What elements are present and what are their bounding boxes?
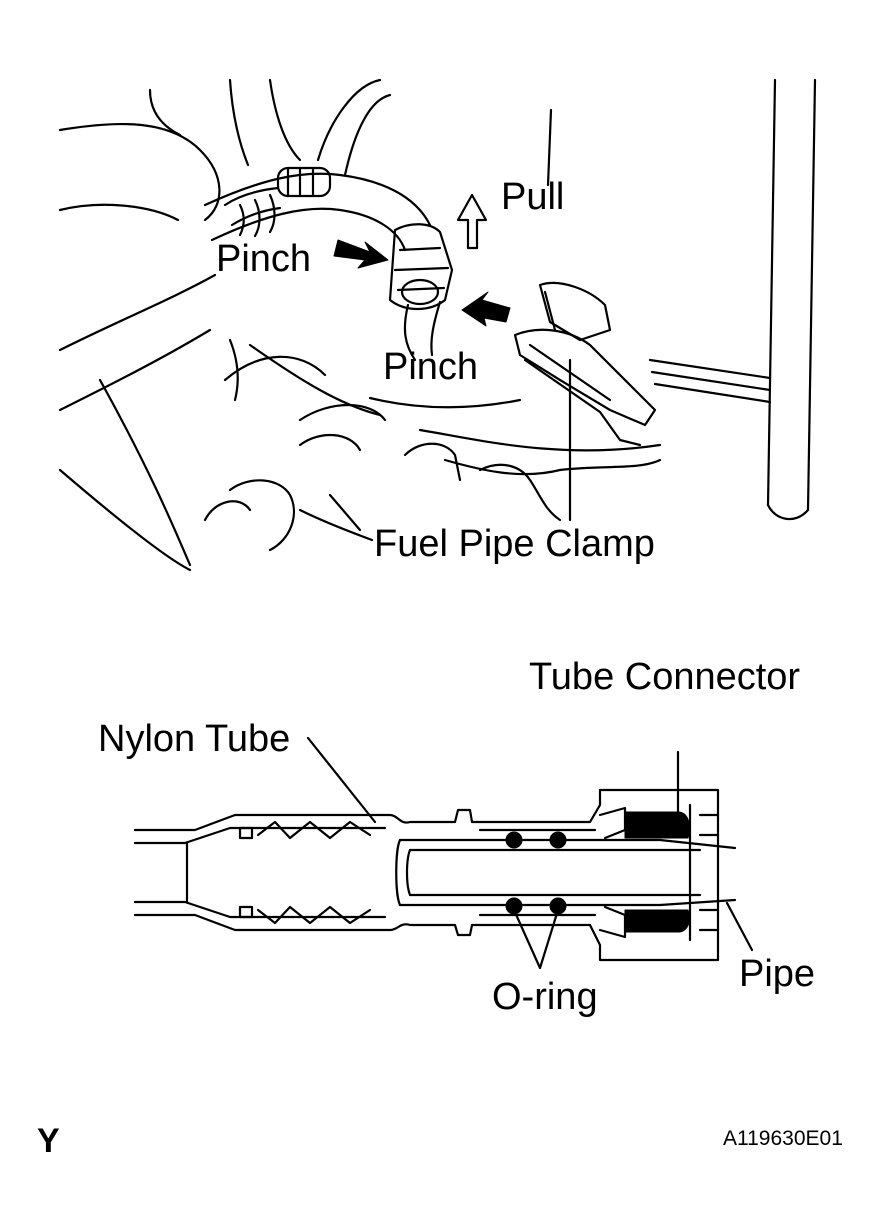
pinch-arrow-upper [333,239,389,269]
tube-connector-cross-section [133,736,754,970]
nylon-tube-label: Nylon Tube [98,718,291,760]
pinch-arrow-lower [461,291,511,327]
pinch-label-upper: Pinch [216,238,312,280]
fuel-pipe-clamp-label: Fuel Pipe Clamp [374,523,655,565]
engine-bay-illustration [58,78,817,572]
figure-id: A119630E01 [723,1127,843,1150]
pull-label: Pull [501,176,565,218]
o-ring-label: O-ring [492,976,598,1018]
tube-connector-label: Tube Connector [529,656,801,698]
pull-arrow [456,193,488,250]
pipe-label: Pipe [739,953,816,995]
corner-code: Y [37,1122,60,1160]
pinch-label-lower: Pinch [383,346,479,388]
